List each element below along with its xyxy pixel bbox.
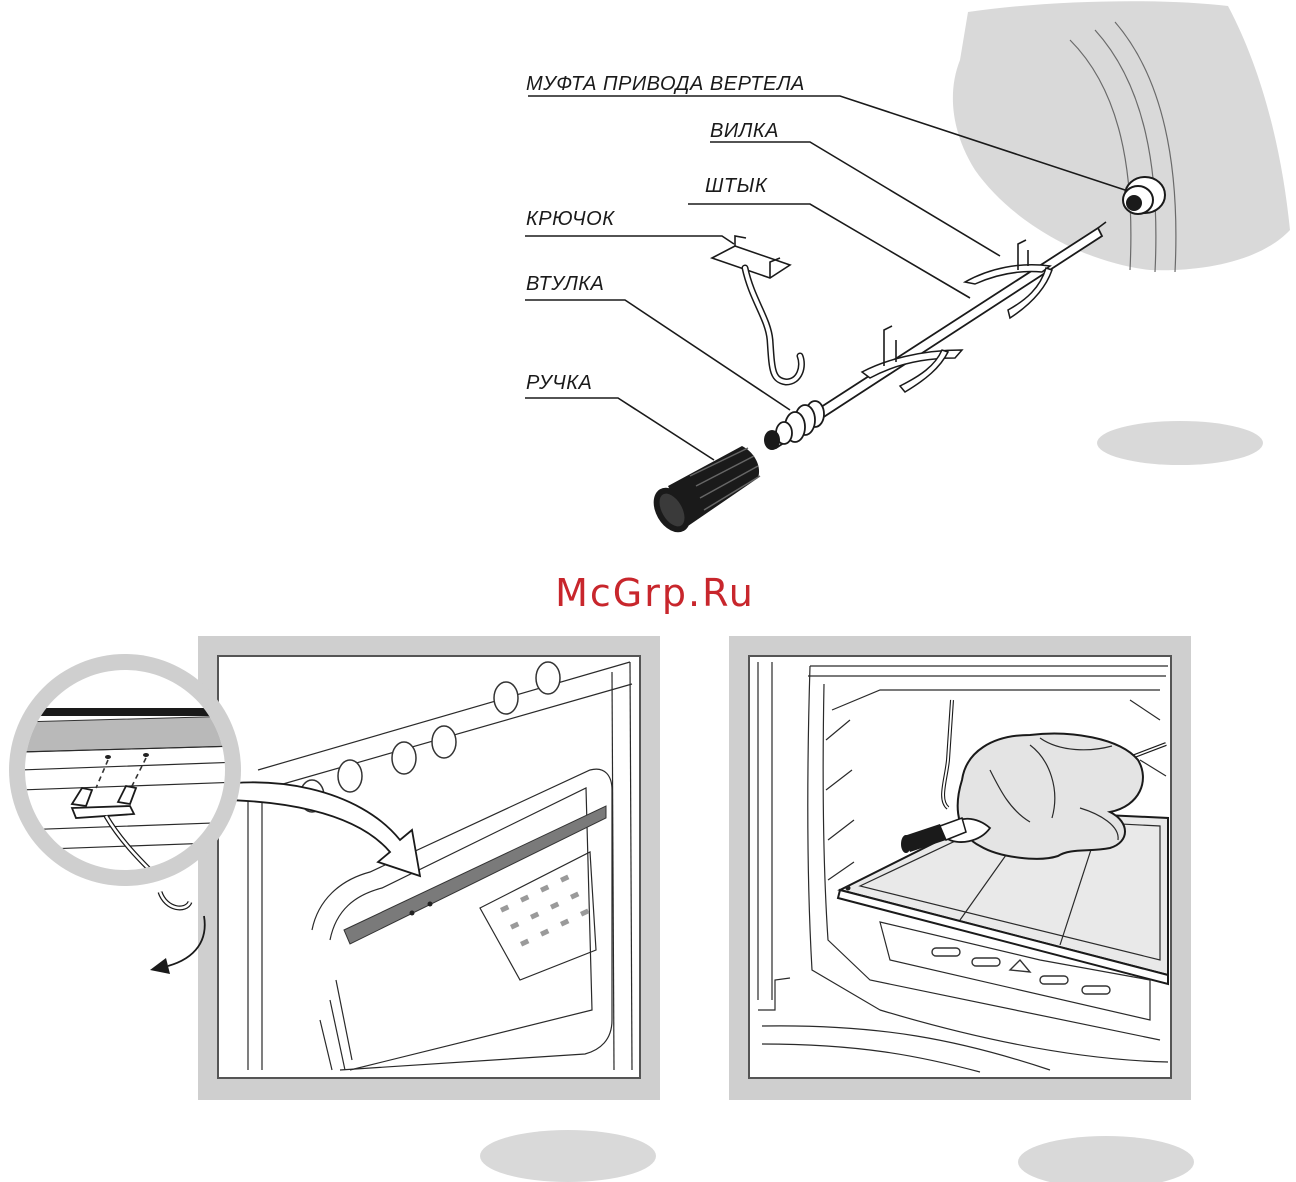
rotation-arrow-icon bbox=[150, 916, 205, 974]
coupling-part bbox=[1123, 177, 1165, 214]
label-skewer: ШТЫК bbox=[705, 175, 768, 197]
oven-wall-blob bbox=[953, 1, 1290, 272]
leader-handle bbox=[525, 398, 714, 460]
right-panel bbox=[729, 636, 1191, 1100]
label-hook: КРЮЧОК bbox=[526, 208, 615, 230]
label-fork: ВИЛКА bbox=[710, 120, 779, 142]
leader-skewer bbox=[688, 204, 970, 298]
figure-number-badge-left bbox=[480, 1130, 656, 1182]
label-bushing: ВТУЛКА bbox=[526, 273, 604, 295]
hook-part bbox=[712, 236, 801, 382]
figure-number-badge-top bbox=[1097, 421, 1263, 465]
figure-number-badge-right bbox=[1018, 1136, 1194, 1182]
bushing-part bbox=[764, 401, 824, 450]
handle-part bbox=[646, 446, 760, 539]
leader-fork bbox=[710, 142, 1000, 256]
left-panel bbox=[190, 636, 660, 1100]
label-coupling: МУФТА ПРИВОДА ВЕРТЕЛА bbox=[526, 73, 805, 95]
watermark: McGrp.Ru bbox=[555, 571, 755, 615]
chicken bbox=[946, 734, 1143, 859]
label-handle: РУЧКА bbox=[526, 372, 592, 394]
leader-hook bbox=[525, 236, 734, 244]
